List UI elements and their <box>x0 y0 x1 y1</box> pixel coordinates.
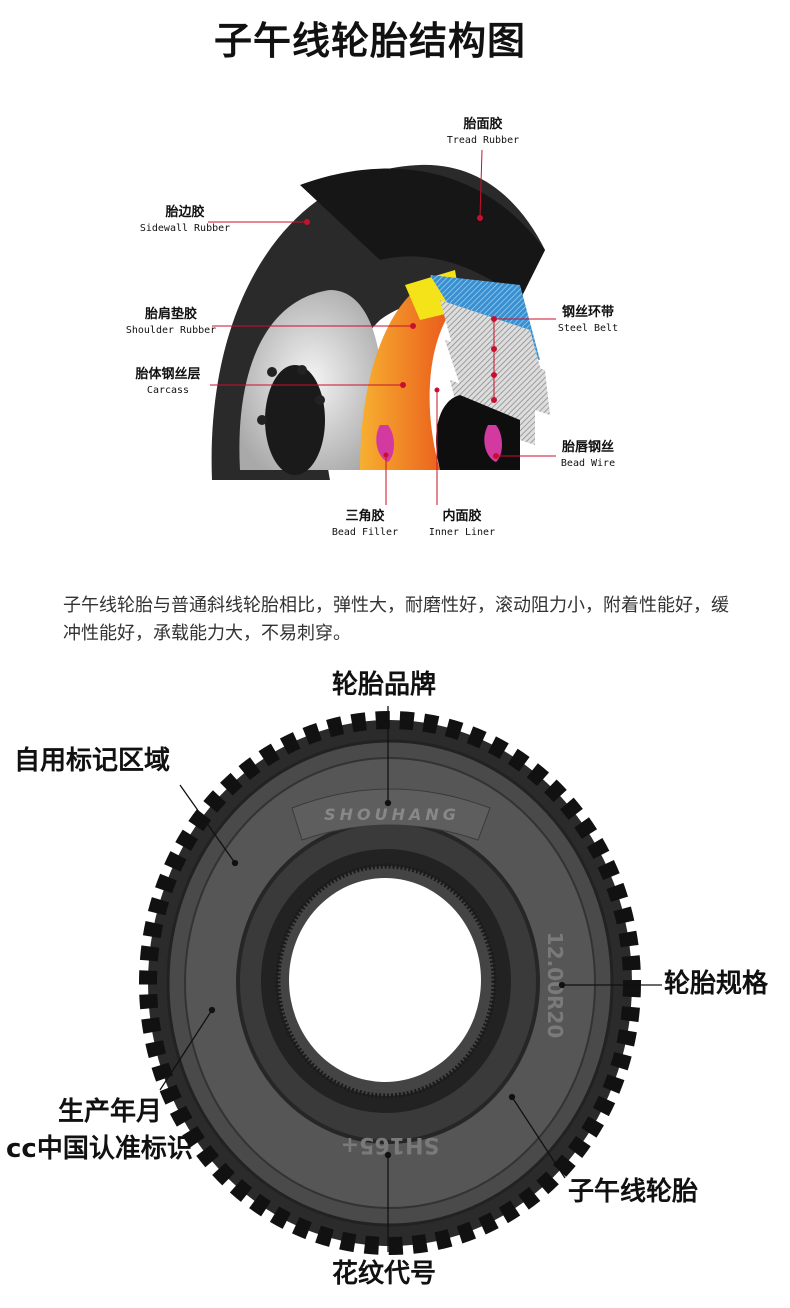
label-own-mark-area: 自用标记区域 <box>14 746 171 776</box>
label-shoulder-rubber: 胎肩垫胶 Shoulder Rubber <box>125 307 217 337</box>
label-tread-rubber: 胎面胶 Tread Rubber <box>446 117 520 147</box>
label-production-date: 生产年月 <box>58 1097 163 1127</box>
label-carcass: 胎体钢丝层 Carcass <box>135 367 201 397</box>
leader-lines-sidewall <box>159 706 662 1252</box>
label-sidewall-rubber: 胎边胶 Sidewall Rubber <box>139 205 231 235</box>
page-title: 子午线轮胎结构图 <box>213 19 526 63</box>
label-inner-liner: 内面胶 Inner Liner <box>428 509 496 539</box>
label-tire-size: 轮胎规格 <box>664 969 769 999</box>
label-ccc-mark: cc中国认准标识 <box>6 1134 193 1164</box>
tire-cutaway-image <box>211 164 550 480</box>
label-radial-tire: 子午线轮胎 <box>568 1177 699 1207</box>
description-paragraph: 子午线轮胎与普通斜线轮胎相比，弹性大，耐磨性好，滚动阻力小，附着性能好，缓冲性能… <box>63 595 729 644</box>
tire-brand-marking: SHOUHANG <box>324 805 460 824</box>
tire-sidewall-image: SHOUHANG 12.00R20 SH165+ <box>139 711 641 1255</box>
leader-lines-structure <box>208 149 556 505</box>
label-steel-belt: 钢丝环带 Steel Belt <box>557 305 619 335</box>
label-pattern-code: 花纹代号 <box>332 1259 437 1289</box>
label-brand: 轮胎品牌 <box>332 670 437 700</box>
label-bead-filler: 三角胶 Bead Filler <box>331 509 399 539</box>
label-bead-wire: 胎唇钢丝 Bead Wire <box>560 440 616 470</box>
